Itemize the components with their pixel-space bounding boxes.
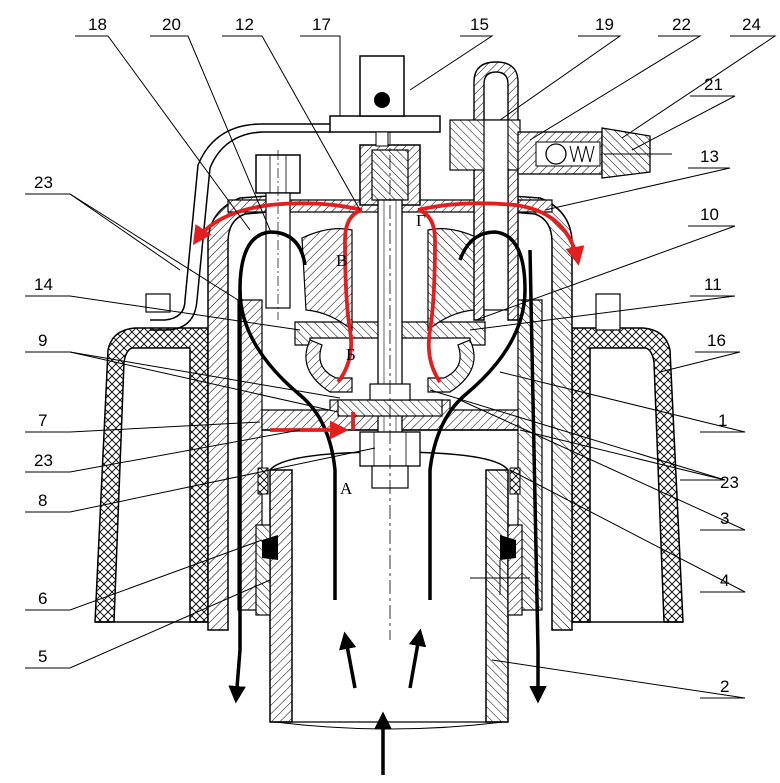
callout-12: 12 (235, 15, 254, 34)
callout-1: 1 (718, 411, 727, 430)
callout-13: 13 (700, 147, 719, 166)
callout-10: 10 (700, 205, 719, 224)
callout-21: 21 (704, 75, 723, 94)
callout-8: 8 (38, 491, 47, 510)
callout-9: 9 (38, 331, 47, 350)
zone-label-b: Б (346, 345, 356, 364)
valve-fitting-21-24 (518, 128, 672, 178)
callout-23-left: 23 (34, 451, 53, 470)
zone-label-g: Г (416, 211, 426, 230)
callout-22: 22 (672, 15, 691, 34)
callout-5: 5 (38, 647, 47, 666)
callout-20: 20 (162, 15, 181, 34)
callout-7: 7 (38, 411, 47, 430)
callout-19: 19 (595, 15, 614, 34)
callout-2: 2 (720, 677, 729, 696)
callout-3: 3 (720, 509, 729, 528)
callout-15: 15 (470, 15, 489, 34)
callout-23-right: 23 (720, 473, 739, 492)
sleeve-2 (270, 452, 508, 729)
callout-14: 14 (34, 275, 53, 294)
callout-6: 6 (38, 589, 47, 608)
callout-23-top: 23 (34, 173, 53, 192)
zone-label-a: А (340, 479, 353, 498)
callout-4: 4 (720, 571, 729, 590)
callout-11: 11 (704, 275, 722, 294)
callout-17: 17 (312, 15, 331, 34)
callout-18: 18 (88, 15, 107, 34)
callout-24: 24 (742, 15, 761, 34)
callout-16: 16 (707, 331, 726, 350)
zone-label-v: В (336, 251, 347, 270)
